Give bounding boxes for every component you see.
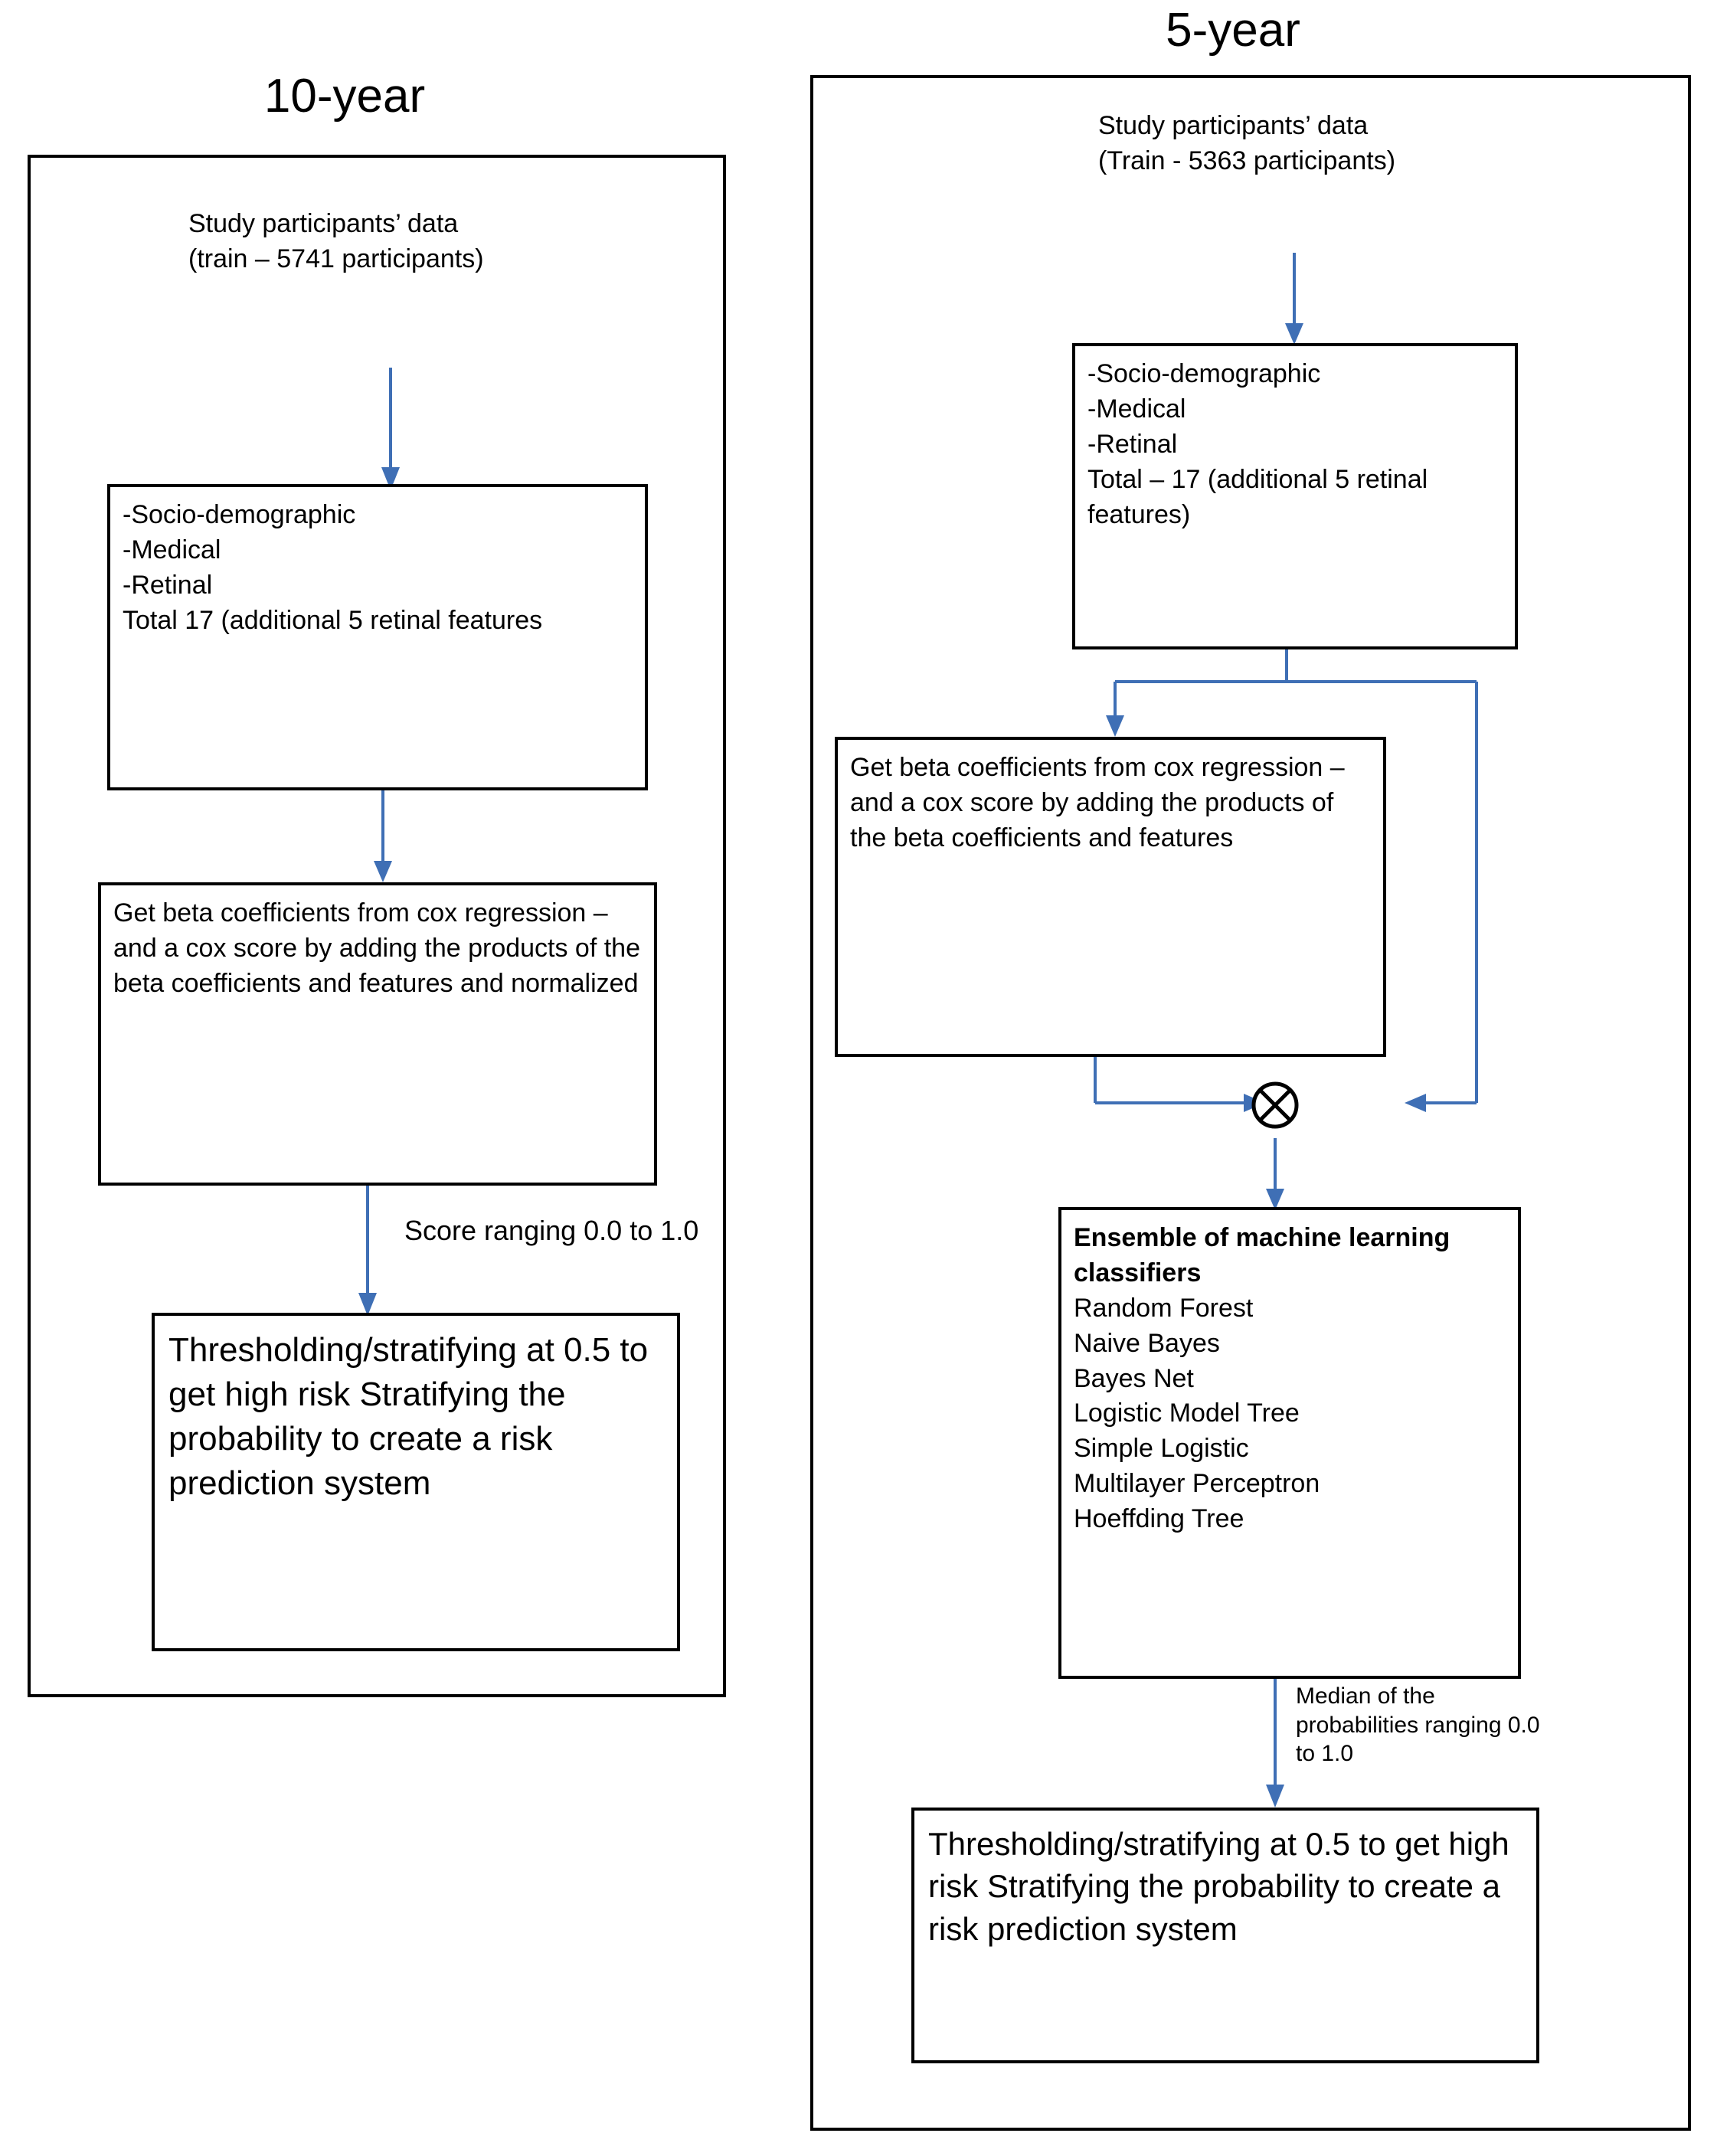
left-features-node: -Socio-demographic -Medical -Retinal Tot… — [107, 484, 648, 790]
right-data-source-text: Study participants’ data (Train - 5363 p… — [1098, 111, 1396, 175]
right-threshold-node: Thresholding/stratifying at 0.5 to get h… — [911, 1808, 1539, 2063]
right-median-label: Median of the probabilities ranging 0.0 … — [1296, 1683, 1540, 1766]
left-threshold-node: Thresholding/stratifying at 0.5 to get h… — [152, 1313, 680, 1651]
right-ensemble-title: Ensemble of machine learning classifiers — [1074, 1223, 1457, 1287]
list-item: Multilayer Perceptron — [1074, 1469, 1320, 1499]
list-item: Bayes Net — [1074, 1363, 1194, 1393]
right-cox-node: Get beta coefficients from cox regressio… — [835, 737, 1386, 1057]
list-item: Hoeffding Tree — [1074, 1504, 1244, 1534]
list-item: Random Forest — [1074, 1293, 1254, 1323]
list-item: Logistic Model Tree — [1074, 1399, 1300, 1428]
right-ensemble-node: Ensemble of machine learning classifiers… — [1058, 1207, 1521, 1679]
right-ensemble-classifier-list: Random Forest Naive Bayes Bayes Net Logi… — [1074, 1291, 1506, 1537]
right-panel-title: 5-year — [1166, 4, 1300, 57]
left-panel-title: 10-year — [263, 70, 426, 123]
left-cox-node: Get beta coefficients from cox regressio… — [98, 882, 657, 1186]
left-score-range-label: Score ranging 0.0 to 1.0 — [404, 1215, 699, 1246]
list-item: Naive Bayes — [1074, 1328, 1220, 1358]
right-features-node: -Socio-demographic -Medical -Retinal Tot… — [1072, 343, 1518, 649]
list-item: Simple Logistic — [1074, 1434, 1249, 1464]
left-data-source-text: Study participants’ data (train – 5741 p… — [188, 209, 484, 273]
